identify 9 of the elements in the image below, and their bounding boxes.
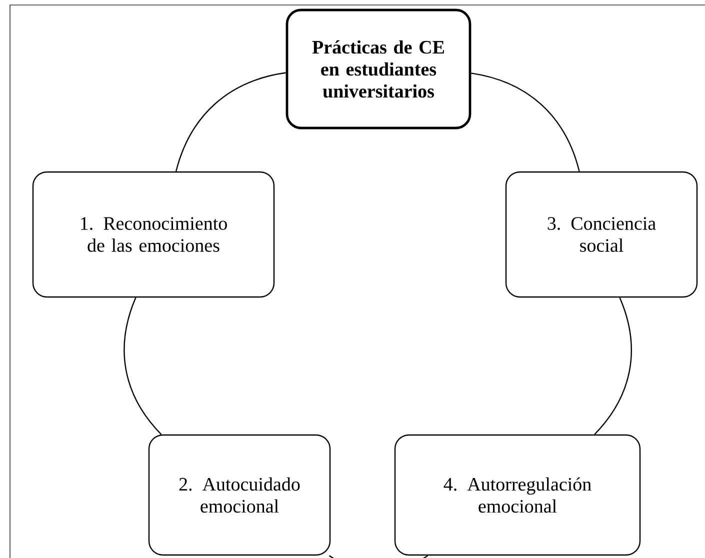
category-box: 1. Reconocimiento de las emociones (32, 171, 275, 298)
connector-arc (471, 72, 580, 172)
category-box: 3. Conciencia social (505, 171, 698, 298)
category-box: 4. Autorregulación emocional (394, 434, 641, 556)
connector-arc (175, 72, 286, 172)
title-box: Prácticas de CE en estudiantes universitarios (286, 8, 472, 130)
connector-arc (124, 297, 162, 435)
category-box: 2. Autocuidado emocional (148, 434, 331, 556)
connector-arc (594, 297, 632, 435)
